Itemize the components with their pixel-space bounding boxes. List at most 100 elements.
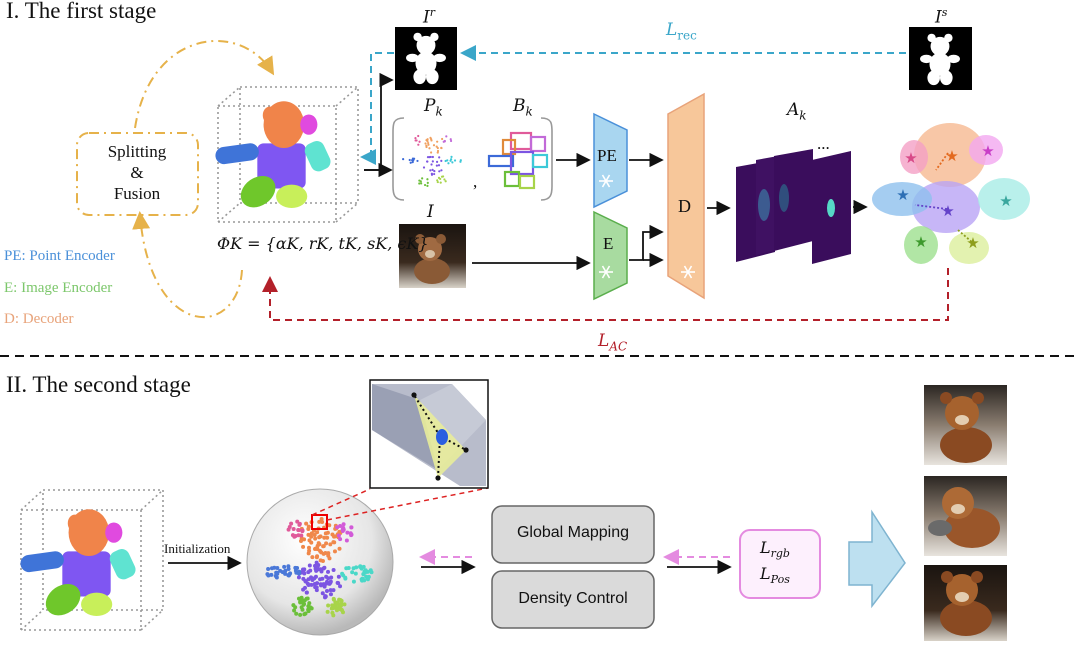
gaussian-point <box>266 566 271 571</box>
gaussian-point <box>324 581 329 586</box>
gaussian-point <box>340 527 345 532</box>
global-mapping-box <box>491 505 655 564</box>
point-cloud-dot <box>447 162 450 165</box>
gaussian-point <box>306 551 311 556</box>
point-cloud-dot <box>445 135 448 138</box>
gaussian-point <box>299 533 304 538</box>
feature-maps-ak <box>736 149 851 264</box>
point-cloud-dot <box>449 139 453 143</box>
zoom-line-right <box>326 487 489 521</box>
point-cloud-dot <box>431 155 434 159</box>
gaussian-point <box>298 538 303 543</box>
gaussian-point <box>342 602 347 607</box>
gaussian-point <box>333 534 338 539</box>
svg-text:★: ★ <box>966 234 979 252</box>
orange-loop-top <box>134 40 275 129</box>
lac-label: LAC <box>598 331 628 354</box>
fusion-label: Fusion <box>113 184 161 203</box>
gaussian-point <box>317 542 322 547</box>
point-cloud-dot <box>423 183 427 187</box>
gaussian-point <box>306 570 311 575</box>
output-photo-1 <box>924 385 1007 465</box>
gaussian-point <box>334 600 339 605</box>
gaussian-point <box>289 521 294 526</box>
point-cloud-dot <box>414 136 417 140</box>
point-cloud-dot <box>426 181 429 184</box>
bounding-boxes-bk <box>487 131 549 190</box>
point-cloud-dot <box>444 180 447 183</box>
point-cloud-dot <box>426 156 430 159</box>
gaussian-point <box>314 555 319 560</box>
gaussian-point <box>341 573 346 578</box>
point-cloud-dot <box>427 143 430 146</box>
point-cloud-dot <box>449 138 452 141</box>
gaussian-point <box>351 579 356 584</box>
point-cloud-dot <box>443 178 446 181</box>
point-cloud-dot <box>440 169 443 172</box>
gaussian-point <box>301 576 306 581</box>
gaussian-point <box>364 574 369 579</box>
lpos-label: LPos <box>760 564 790 587</box>
point-cloud-dot <box>436 140 439 143</box>
point-cloud-dot <box>438 170 441 173</box>
gaussian-point <box>298 612 303 617</box>
gaussian-point <box>326 603 331 608</box>
gaussian-point <box>349 525 354 530</box>
gaussian-point <box>307 563 312 568</box>
gaussian-point <box>324 541 329 546</box>
point-cloud-dot <box>436 149 440 153</box>
point-cloud-dot <box>432 144 436 147</box>
point-encoder-block <box>593 112 628 209</box>
point-cloud-dot <box>430 163 433 166</box>
gaussian-point <box>302 567 307 572</box>
gaussian-point <box>328 588 333 593</box>
loss-box <box>739 529 821 599</box>
pk-label: Pk <box>424 96 443 119</box>
orange-loop-bottom <box>132 211 243 319</box>
output-photo-2 <box>924 476 1007 556</box>
gaussian-point <box>359 577 364 582</box>
gaussian-point <box>338 537 343 542</box>
gaussian-point <box>275 566 280 571</box>
gaussian-point <box>326 569 331 574</box>
gaussian-point <box>328 579 333 584</box>
gaussian-point <box>345 530 350 535</box>
gaussian-point <box>265 572 270 577</box>
gaussian-point <box>296 575 301 580</box>
svg-text:★: ★ <box>896 186 909 204</box>
gaussian-point <box>339 608 344 613</box>
gaussian-point <box>302 571 307 576</box>
gaussian-point <box>299 596 304 601</box>
gaussian-point <box>328 542 333 547</box>
gaussian-point <box>318 558 323 563</box>
gaussian-point <box>306 527 311 532</box>
gaussian-point <box>321 544 326 549</box>
gaussian-point <box>292 534 297 539</box>
point-cloud-dot <box>419 180 422 183</box>
point-cloud-dot <box>459 160 462 163</box>
gaussian-point <box>336 581 341 586</box>
comma-separator: , <box>473 172 478 191</box>
gaussian-point <box>320 519 325 524</box>
frozen-snowflake-icons <box>599 174 695 279</box>
gaussian-point <box>331 588 336 593</box>
gaussian-point <box>306 532 311 537</box>
gaussian-point <box>296 533 301 538</box>
output-photo-3 <box>924 565 1007 641</box>
point-cloud-dot <box>439 177 442 181</box>
gaussian-point <box>369 570 374 575</box>
split-fusion-box <box>76 132 199 216</box>
point-cloud-dot <box>408 158 411 162</box>
gaussian-point <box>338 584 343 589</box>
lrgb-label: Lrgb <box>760 538 790 561</box>
gaussian-point <box>322 535 327 540</box>
zoom-region-box <box>311 514 328 530</box>
gaussian-point <box>333 604 338 609</box>
point-cloud-dot <box>429 136 432 139</box>
point-cloud-dot <box>415 139 418 142</box>
point-cloud-dot <box>450 155 453 158</box>
gaussian-point <box>286 527 291 532</box>
gaussian-point <box>312 576 317 581</box>
point-cloud-dot <box>428 147 431 150</box>
zoom-line-left <box>311 488 371 516</box>
